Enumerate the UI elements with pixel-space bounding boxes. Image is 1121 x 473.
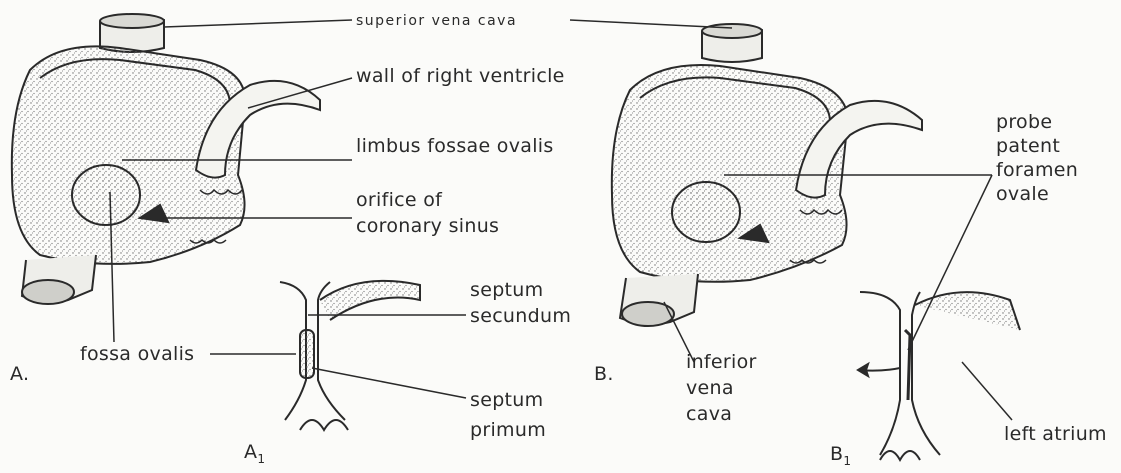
label-coronary-sinus-line2: coronary sinus	[356, 214, 499, 238]
panel-label-b: B.	[594, 362, 614, 386]
label-septum-secundum-line1: septum	[470, 278, 543, 302]
label-septum-primum-line1: septum	[470, 388, 543, 412]
panel-label-a1-letter: A	[244, 441, 257, 463]
panel-label-a1-subscript: 1	[257, 452, 265, 466]
label-patent: patent	[996, 134, 1060, 158]
label-orifice-of-line1: orifice of	[356, 188, 442, 212]
panel-label-a1: A1	[244, 440, 265, 471]
panel-a1-septum	[280, 281, 420, 430]
label-septum-primum-line2: primum	[470, 418, 546, 442]
label-left-atrium: left atrium	[1004, 422, 1107, 446]
panel-label-a: A.	[10, 362, 29, 386]
label-vena: vena	[686, 376, 734, 400]
panel-a-heart	[12, 14, 320, 304]
panel-label-b1-letter: B	[830, 443, 843, 465]
label-ovale: ovale	[996, 182, 1049, 206]
panel-label-b1: B1	[830, 442, 851, 473]
label-inferior: inferior	[686, 350, 757, 374]
panel-label-b1-subscript: 1	[843, 454, 851, 468]
fossa-a	[72, 165, 140, 225]
label-cava: cava	[686, 402, 732, 426]
label-wall-of-right-ventricle: wall of right ventricle	[356, 64, 565, 88]
label-probe: probe	[996, 110, 1052, 134]
label-foramen: foramen	[996, 158, 1078, 182]
panel-b1-septum	[858, 292, 1020, 460]
label-superior-vena-cava: superior vena cava	[356, 9, 517, 33]
probe-arrow	[858, 364, 868, 376]
label-limbus-fossae-ovalis: limbus fossae ovalis	[356, 134, 554, 158]
label-fossa-ovalis: fossa ovalis	[80, 342, 194, 366]
fossa-a1	[300, 330, 314, 378]
fossa-b	[672, 182, 740, 242]
label-septum-secundum-line2: secundum	[470, 304, 571, 328]
